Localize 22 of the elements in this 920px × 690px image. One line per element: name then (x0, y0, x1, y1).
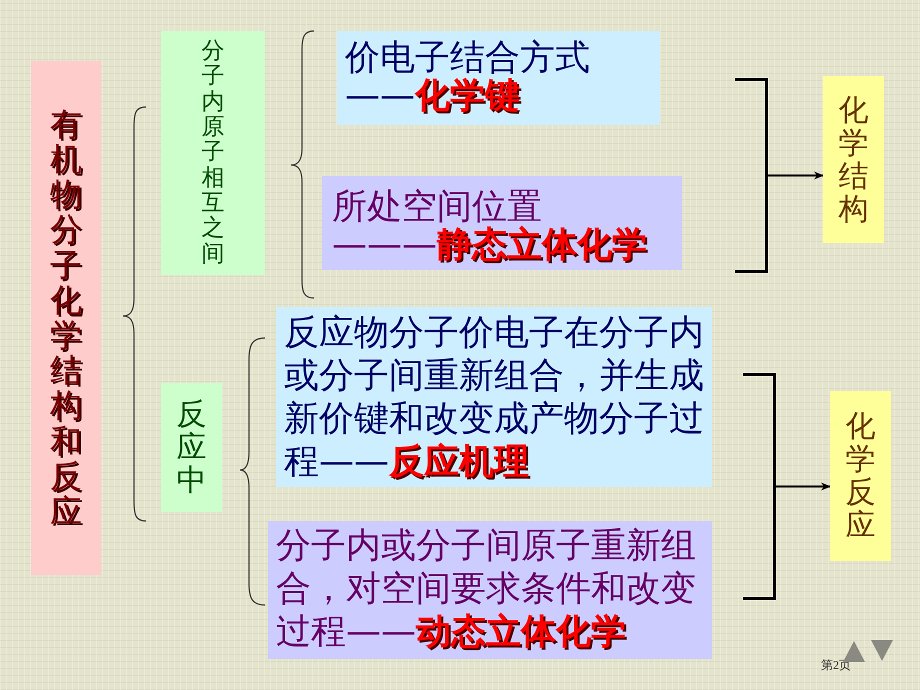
category-box (161, 383, 222, 512)
category-text: 反应中 (176, 398, 206, 497)
topic-text: 有机物分子化学结构和反应 (50, 106, 82, 530)
description-text: 价电子结合方式 (345, 39, 591, 77)
result-text: 化学反应 (846, 410, 876, 542)
topic-box (31, 61, 101, 575)
arrow (776, 482, 831, 490)
category-box (161, 31, 265, 275)
description-box (322, 176, 682, 270)
category-text: 分子内原子相互之间 (202, 39, 224, 267)
description-text: ——化学键 (345, 77, 521, 115)
description-text: ———静态立体化学 (332, 226, 648, 264)
result-text: 化学结构 (838, 94, 868, 226)
description-text: 所处空间位置 (332, 188, 542, 226)
arrow (768, 172, 824, 180)
description-box (337, 31, 660, 125)
bracket (735, 78, 768, 273)
result-box (823, 76, 884, 243)
bracket (743, 373, 776, 600)
description-text: 反应物分子价电子在分子内或分子间重新组合，并生成新价键和改变成产物分子过程——反应机理 (284, 312, 705, 484)
result-box (830, 391, 891, 561)
description-text: 分子内或分子间原子重新组合，对空间要求条件和改变过程——动态立体化学 (276, 525, 697, 654)
